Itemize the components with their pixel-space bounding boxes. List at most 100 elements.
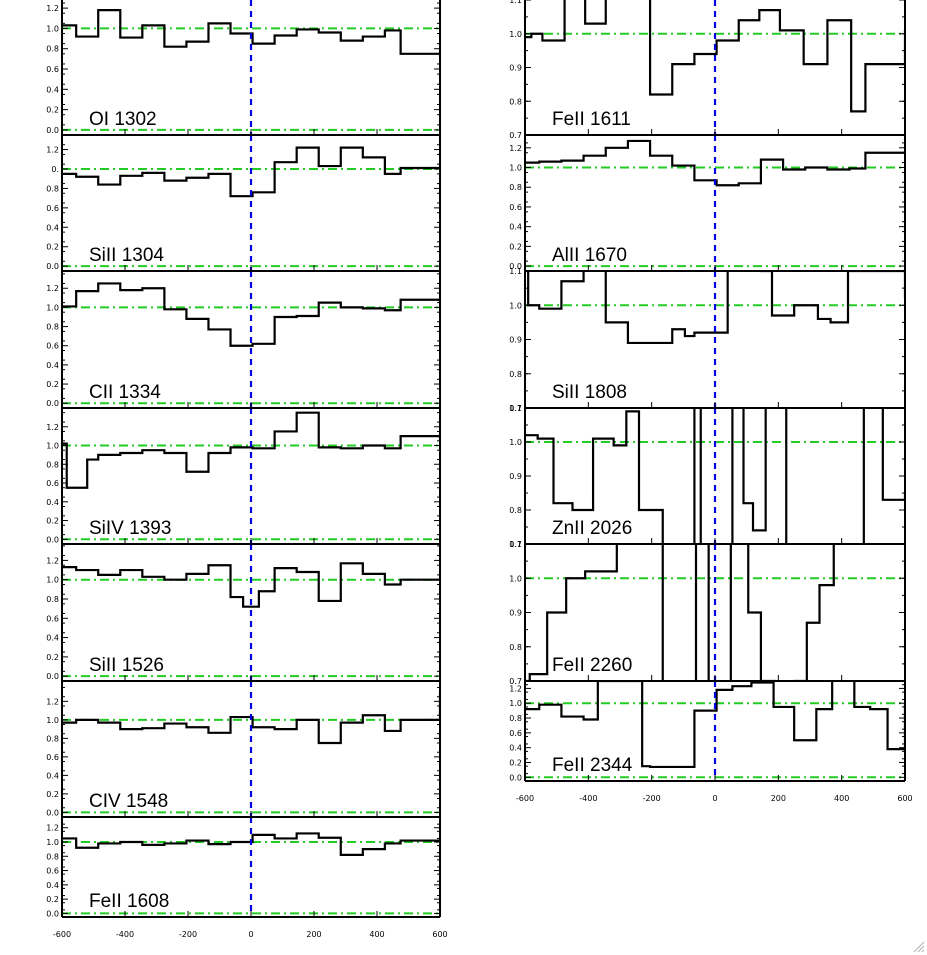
y-tick-label: 0.8: [46, 734, 59, 743]
y-tick-label: 0.0: [509, 262, 522, 271]
y-tick-label: 0.4: [46, 361, 59, 370]
y-tick-label: 0.7: [509, 404, 522, 413]
x-tick-label: 200: [771, 794, 786, 803]
y-tick-label: 0.6: [509, 203, 522, 212]
y-tick-label: 1.0: [46, 838, 59, 847]
y-tick-label: 1.0: [509, 574, 522, 583]
y-tick-label: 0.4: [509, 223, 522, 232]
x-tick-label: 400: [834, 794, 849, 803]
spectrum-siii-1526: [62, 562, 440, 608]
y-tick-label: 1.0: [46, 576, 59, 585]
y-tick-label: 0.4: [509, 744, 522, 753]
x-tick-label: -200: [643, 794, 661, 803]
spectrum-feii-2260: [525, 544, 835, 681]
y-tick-label: 1.2: [46, 146, 59, 155]
y-tick-label: 1.1: [509, 0, 522, 5]
y-tick-label: 0.8: [46, 852, 59, 861]
y-tick-label: 1.0: [509, 699, 522, 708]
spectrum-cii-1334: [62, 282, 440, 347]
y-tick-label: 0.8: [509, 714, 522, 723]
spectrum-znii-2026: [525, 408, 905, 544]
y-tick-label: 0.4: [46, 223, 59, 232]
spectrum-oi-1302: [62, 9, 440, 55]
y-tick-label: 0.8: [46, 184, 59, 193]
y-tick-label: 0.0: [46, 126, 59, 135]
x-tick-label: -400: [116, 930, 134, 939]
ion-label-feii-1611: FeII 1611: [552, 109, 631, 130]
x-tick-label: -400: [579, 794, 597, 803]
x-tick-label: 0: [712, 794, 717, 803]
y-tick-label: 0.6: [46, 65, 59, 74]
ion-label-feii-2344: FeII 2344: [552, 755, 633, 776]
y-tick-label: 1.2: [46, 824, 59, 833]
y-tick-label: 1.2: [46, 284, 59, 293]
y-tick-label: 0.0: [46, 808, 59, 817]
ion-label-znii-2026: ZnII 2026: [552, 518, 632, 539]
spectrum-siii-1808: [525, 271, 905, 345]
y-tick-label: 0.8: [46, 595, 59, 604]
y-tick-label: 1.0: [46, 442, 59, 451]
y-tick-label: 1.1: [509, 267, 522, 276]
spectrum-civ-1548: [62, 692, 440, 745]
y-tick-label: 0.2: [46, 790, 59, 799]
y-tick-label: 0.0: [46, 262, 59, 271]
y-tick-label: 0.0: [46, 909, 59, 918]
y-tick-label: 0.4: [46, 498, 59, 507]
y-tick-label: 0.8: [509, 506, 522, 515]
y-tick-label: 0.8: [509, 370, 522, 379]
ion-label-civ-1548: CIV 1548: [89, 791, 168, 812]
y-tick-label: 0.7: [509, 540, 522, 549]
y-tick-label: 1.0: [509, 30, 522, 39]
spectrum-siiv-1393: [62, 411, 440, 489]
x-tick-label: 200: [306, 930, 321, 939]
x-tick-label: 600: [897, 794, 912, 803]
y-tick-label: 1.2: [509, 684, 522, 693]
y-tick-label: 0.4: [46, 771, 59, 780]
y-tick-label: 1.0: [509, 438, 522, 447]
y-tick-label: 0.6: [46, 342, 59, 351]
y-tick-label: 1.2: [46, 423, 59, 432]
y-tick-label: 1.2: [46, 4, 59, 13]
y-tick-label: 0.6: [46, 479, 59, 488]
y-tick-label: 0.4: [46, 634, 59, 643]
spectrum-feii-1608: [62, 832, 440, 856]
y-tick-label: 1.0: [46, 716, 59, 725]
y-tick-label: 0.8: [509, 183, 522, 192]
ion-label-alii-1670: AlII 1670: [552, 245, 627, 266]
spectrum-siii-1304: [62, 146, 440, 198]
y-tick-label: 0.2: [509, 758, 522, 767]
y-tick-label: 0.0: [509, 773, 522, 782]
y-tick-label: 0.8: [46, 323, 59, 332]
y-tick-label: 0.2: [509, 242, 522, 251]
x-tick-label: 400: [369, 930, 384, 939]
y-tick-label: 0.8: [46, 460, 59, 469]
x-tick-label: -600: [53, 930, 71, 939]
spectrum-feii-1611: [525, 0, 905, 113]
y-tick-label: 0.: [51, 165, 59, 174]
y-tick-label: 0.6: [46, 867, 59, 876]
y-tick-label: 0.2: [46, 106, 59, 115]
y-tick-label: 0.2: [46, 517, 59, 526]
y-tick-label: 0.2: [46, 380, 59, 389]
ion-label-feii-2260: FeII 2260: [552, 655, 632, 676]
y-tick-label: 1.0: [46, 24, 59, 33]
resize-grip-icon[interactable]: [911, 939, 925, 953]
spectrum-feii-2344: [525, 681, 905, 769]
y-tick-label: 1.2: [46, 697, 59, 706]
y-tick-label: 0.8: [509, 643, 522, 652]
y-tick-label: 0.4: [46, 881, 59, 890]
y-tick-label: 0.9: [509, 336, 522, 345]
y-tick-label: 0.9: [509, 472, 522, 481]
y-tick-label: 0.6: [46, 753, 59, 762]
y-tick-label: 1.2: [46, 556, 59, 565]
